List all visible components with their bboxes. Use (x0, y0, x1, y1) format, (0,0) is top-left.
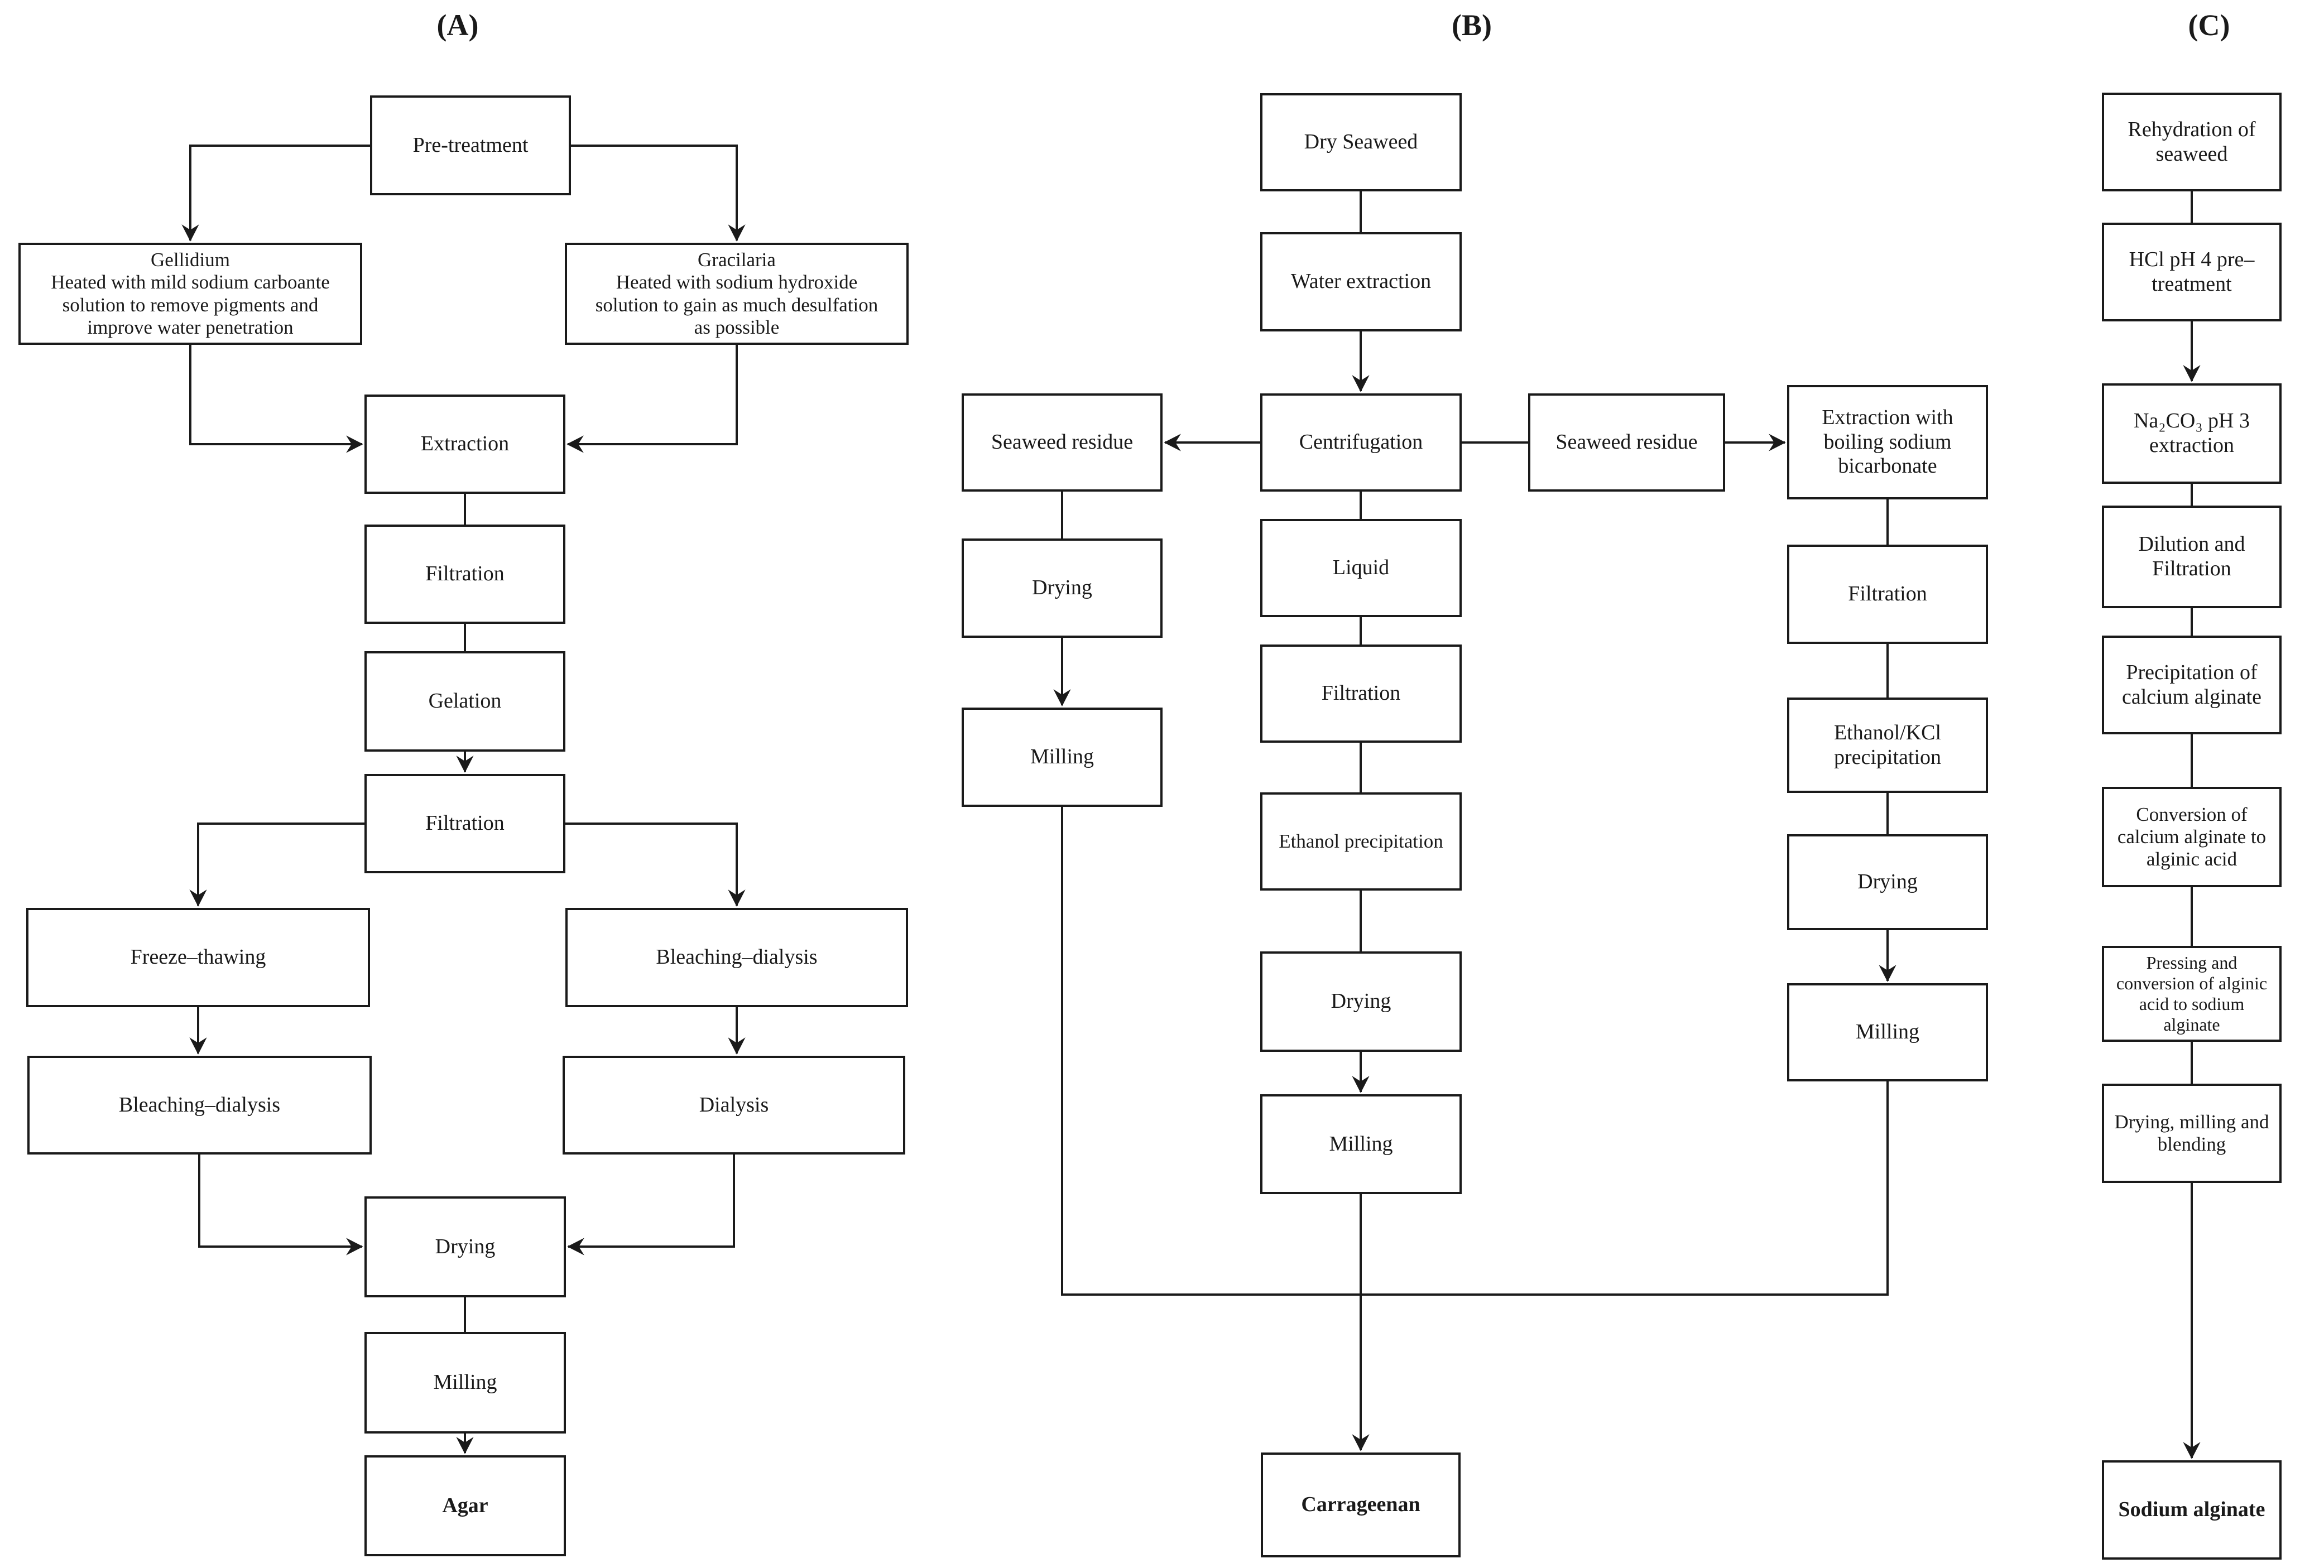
edge-a-bleaching-dialysis-left--a-drying (198, 1155, 363, 1256)
flow-node-label: Seaweed residue (1555, 430, 1698, 454)
flow-node-label: Conversion of calcium alginate to algini… (2117, 803, 2267, 870)
section-label-c: (C) (2188, 8, 2230, 42)
flow-node-a-agar: Agar (364, 1455, 566, 1556)
flow-node-label: Na₂CO₃ pH 3 extraction (2133, 409, 2250, 457)
flow-node-a-gracilaria: Gracilaria Heated with sodium hydroxide … (565, 243, 909, 345)
flow-node-b-drying-center: Drying (1260, 951, 1462, 1052)
flow-node-b-liquid: Liquid (1260, 519, 1462, 617)
flow-node-b-filtration-center: Filtration (1260, 644, 1462, 743)
flow-node-b-dry-seaweed: Dry Seaweed (1260, 93, 1462, 191)
flow-node-label: Extraction (420, 432, 510, 456)
flow-node-a-extraction: Extraction (364, 395, 565, 494)
edge-a-pretreatment--a-gracilaria (571, 145, 746, 242)
flow-node-label: Milling (1030, 745, 1094, 769)
flow-node-b-milling-right: Milling (1787, 983, 1988, 1081)
flow-node-b-filtration-right: Filtration (1787, 545, 1988, 644)
flow-node-b-ethanol-kcl-precipitation: Ethanol/KCl precipitation (1787, 698, 1988, 793)
flow-node-label: Drying (435, 1234, 496, 1258)
flow-node-label: Extraction with boiling sodium bicarbona… (1822, 405, 1953, 478)
flow-node-label: Pressing and conversion of alginic acid … (2116, 953, 2268, 1035)
flow-node-label: Milling (1329, 1132, 1393, 1156)
flow-node-a-freeze-thawing: Freeze–thawing (26, 908, 370, 1007)
flow-node-a-drying: Drying (364, 1196, 566, 1297)
flow-node-label: Rehydration of seaweed (2128, 117, 2256, 166)
flow-node-label: Bleaching–dialysis (118, 1093, 281, 1117)
flow-node-label: Drying (1857, 870, 1918, 894)
flow-node-label: Dialysis (699, 1093, 769, 1117)
flow-node-label: Filtration (425, 562, 505, 586)
flow-node-label: Ethanol/KCl precipitation (1833, 720, 1942, 769)
flow-node-b-drying-left: Drying (962, 538, 1163, 638)
flow-node-b-milling-left: Milling (962, 708, 1163, 807)
flow-node-label: Pre-treatment (412, 133, 529, 157)
section-label-b: (B) (1452, 8, 1492, 42)
flow-node-label: Carrageenan (1301, 1493, 1420, 1517)
flow-node-a-bleaching-dialysis-left: Bleaching–dialysis (27, 1056, 372, 1155)
flow-node-label: Gracilaria Heated with sodium hydroxide … (595, 249, 878, 338)
edge-a-filtration-2--a-bleaching-dialysis-right (565, 823, 746, 907)
flow-node-b-centrifugation: Centrifugation (1260, 393, 1462, 492)
flow-node-c-pressing-conversion: Pressing and conversion of alginic acid … (2102, 946, 2282, 1042)
flow-node-c-na2co3-extraction: Na₂CO₃ pH 3 extraction (2102, 383, 2282, 484)
flow-node-a-dialysis: Dialysis (563, 1056, 905, 1155)
flow-node-b-carrageenan: Carrageenan (1261, 1452, 1461, 1557)
flow-node-b-water-extraction: Water extraction (1260, 232, 1462, 331)
flow-node-b-milling-center: Milling (1260, 1094, 1462, 1194)
flow-node-label: HCl pH 4 pre– treatment (2129, 247, 2255, 296)
flow-node-c-drying-milling-blending: Drying, milling and blending (2102, 1084, 2282, 1183)
flow-node-label: Drying (1331, 989, 1391, 1013)
flow-node-label: Dilution and Filtration (2138, 532, 2245, 580)
edge-a-gracilaria--a-extraction (566, 345, 738, 453)
flow-node-c-conversion-alginic-acid: Conversion of calcium alginate to algini… (2102, 787, 2282, 887)
flow-node-b-drying-right: Drying (1787, 834, 1988, 930)
flow-node-label: Agar (442, 1493, 488, 1517)
flow-node-label: Precipitation of calcium alginate (2121, 660, 2262, 709)
flow-node-label: Drying, milling and blending (2114, 1110, 2269, 1155)
flow-node-label: Ethanol precipitation (1279, 830, 1443, 852)
flow-node-label: Sodium alginate (2118, 1498, 2265, 1522)
flow-node-a-filtration-2: Filtration (364, 774, 565, 873)
flow-node-label: Drying (1032, 576, 1092, 600)
flow-node-label: Filtration (425, 811, 505, 835)
flow-node-label: Gellidium Heated with mild sodium carboa… (51, 249, 330, 338)
edge-a-filtration-2--a-freeze-thawing (189, 823, 364, 907)
flow-node-a-gellidium: Gellidium Heated with mild sodium carboa… (18, 243, 362, 345)
flow-node-a-bleaching-dialysis-right: Bleaching–dialysis (565, 908, 908, 1007)
flow-node-label: Bleaching–dialysis (656, 945, 818, 969)
flow-node-b-extraction-bicarbonate: Extraction with boiling sodium bicarbona… (1787, 385, 1988, 499)
flow-node-c-sodium-alginate: Sodium alginate (2102, 1460, 2282, 1560)
flow-node-a-gelation: Gelation (364, 651, 565, 752)
flow-node-label: Freeze–thawing (130, 945, 266, 969)
flow-node-b-seaweed-residue-right: Seaweed residue (1528, 393, 1725, 492)
flow-node-label: Liquid (1332, 556, 1390, 580)
edge-a-gellidium--a-extraction (189, 345, 363, 453)
flow-node-label: Filtration (1848, 582, 1927, 606)
flow-node-a-filtration-1: Filtration (364, 525, 565, 624)
flow-node-label: Water extraction (1290, 270, 1432, 294)
flow-node-label: Filtration (1321, 681, 1401, 705)
flow-node-b-seaweed-residue-left: Seaweed residue (962, 393, 1163, 492)
flow-node-c-precipitation-calcium-alginate: Precipitation of calcium alginate (2102, 636, 2282, 734)
flow-node-label: Dry Seaweed (1304, 130, 1418, 154)
edge-a-pretreatment--a-gellidium (181, 145, 370, 242)
flow-node-a-milling: Milling (364, 1332, 566, 1434)
edge-b-milling-left--b-milling-right (1061, 807, 1889, 1296)
flow-node-label: Milling (433, 1370, 497, 1394)
flow-node-label: Centrifugation (1299, 430, 1423, 454)
flow-node-b-ethanol-precipitation: Ethanol precipitation (1260, 792, 1462, 891)
flow-node-label: Seaweed residue (991, 430, 1134, 454)
flow-node-c-rehydration: Rehydration of seaweed (2102, 93, 2282, 191)
flow-node-label: Milling (1855, 1020, 1920, 1044)
edge-a-dialysis--a-drying (567, 1155, 735, 1256)
flow-node-a-pretreatment: Pre-treatment (370, 95, 571, 195)
section-label-a: (A) (436, 8, 479, 42)
flow-node-label: Gelation (428, 689, 502, 713)
flow-node-c-dilution-filtration: Dilution and Filtration (2102, 506, 2282, 608)
flow-node-c-hcl-pretreatment: HCl pH 4 pre– treatment (2102, 223, 2282, 321)
